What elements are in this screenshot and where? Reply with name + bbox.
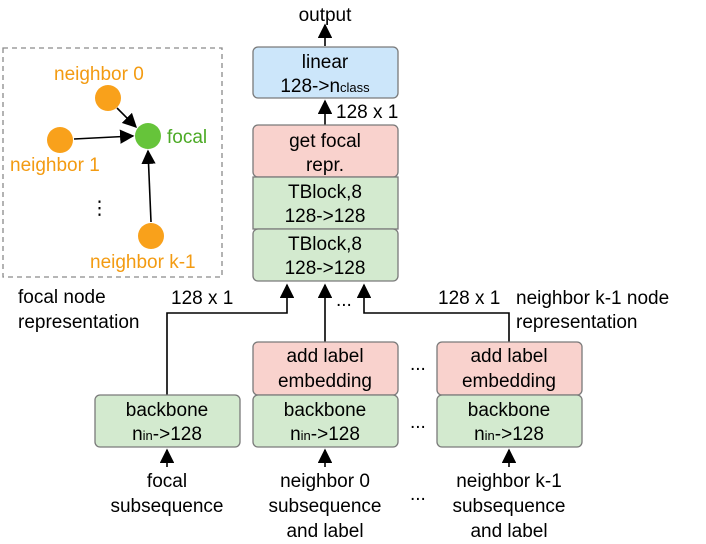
tblock-1-line1: TBlock,8 bbox=[288, 182, 362, 203]
tblock-2-box bbox=[252, 228, 399, 282]
tblock-2-line1: TBlock,8 bbox=[288, 234, 362, 255]
n0-input-line1: neighbor 0 bbox=[280, 471, 370, 492]
focal-backbone-line2: nin->128 bbox=[132, 424, 202, 445]
n0-backbone-line1: backbone bbox=[284, 400, 366, 421]
inset-label-neighbor-k-1: neighbor k-1 bbox=[90, 252, 196, 273]
linear-line2: 128->nclass bbox=[280, 76, 370, 97]
focal-input-line1: focal bbox=[147, 471, 187, 492]
n0-input-line2: subsequence bbox=[268, 496, 381, 517]
nk-add-line1: add label bbox=[470, 346, 547, 367]
dots-row-3: ... bbox=[410, 484, 426, 505]
dots-row-1: ... bbox=[410, 354, 426, 375]
dim-top: 128 x 1 bbox=[336, 102, 398, 123]
focal-rep-label-2: representation bbox=[18, 312, 139, 333]
tblock-1-box bbox=[252, 176, 399, 230]
edge-n0-focal bbox=[116, 107, 138, 129]
inset-label-focal: focal bbox=[167, 127, 207, 148]
linear-box bbox=[252, 46, 399, 99]
nk-input-line3: and label bbox=[470, 521, 547, 542]
inset-label-neighbor-0: neighbor 0 bbox=[54, 64, 144, 85]
edge-n1-focal bbox=[73, 129, 135, 144]
neighbor-rep-label-2: representation bbox=[516, 312, 637, 333]
nk-backbone-line1: backbone bbox=[468, 400, 550, 421]
dim-left: 128 x 1 bbox=[171, 288, 233, 309]
focal-rep-connector bbox=[166, 283, 295, 395]
focal-backbone-line1: backbone bbox=[126, 400, 208, 421]
nk-backbone-box bbox=[436, 394, 583, 448]
dots-center: ... bbox=[336, 290, 352, 311]
node-focal bbox=[135, 123, 161, 149]
nk-backbone-line2: nin->128 bbox=[474, 424, 544, 445]
neighbork-rep-connector bbox=[356, 283, 510, 342]
n0-input-line3: and label bbox=[286, 521, 363, 542]
n0-backbone-box bbox=[252, 394, 399, 448]
node-neighbor-0 bbox=[95, 85, 121, 111]
dim-right: 128 x 1 bbox=[438, 288, 500, 309]
node-neighbor-1 bbox=[47, 127, 73, 153]
get-focal-line2: repr. bbox=[306, 155, 344, 176]
output-label: output bbox=[299, 5, 353, 26]
neighborhood-inset-frame bbox=[2, 47, 223, 278]
inset-label-neighbor-1: neighbor 1 bbox=[10, 155, 100, 176]
n0-backbone-line2: nin->128 bbox=[290, 424, 360, 445]
nk-input-line2: subsequence bbox=[452, 496, 565, 517]
node-neighbor-k-1 bbox=[138, 223, 164, 249]
get-focal-line1: get focal bbox=[289, 131, 361, 152]
n0-add-line1: add label bbox=[286, 346, 363, 367]
nk-add-line2: embedding bbox=[462, 371, 556, 392]
neighbor-rep-label-1: neighbor k-1 node bbox=[516, 288, 669, 309]
focal-input-line2: subsequence bbox=[110, 496, 223, 517]
nk-input-line1: neighbor k-1 bbox=[456, 471, 562, 492]
focal-backbone-box bbox=[94, 394, 241, 448]
focal-rep-label-1: focal node bbox=[18, 287, 106, 308]
n0-add-line2: embedding bbox=[278, 371, 372, 392]
edge-nk-focal bbox=[141, 149, 156, 223]
linear-line1: linear bbox=[302, 52, 349, 73]
inset-dots: ⋮ bbox=[90, 198, 109, 219]
dots-row-2: ... bbox=[410, 412, 426, 433]
tblock-2-line2: 128->128 bbox=[285, 258, 366, 279]
tblock-1-line2: 128->128 bbox=[285, 206, 366, 227]
